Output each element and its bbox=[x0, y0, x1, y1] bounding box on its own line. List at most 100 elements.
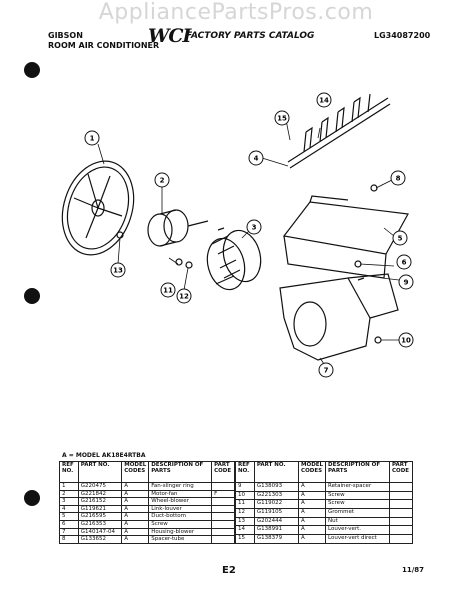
callout-3-text: 3 bbox=[252, 224, 257, 232]
cell-ref: 7 bbox=[59, 527, 79, 537]
cell-model: A bbox=[298, 534, 327, 544]
callout-2: 2 bbox=[154, 172, 170, 188]
cell-ref: 8 bbox=[59, 535, 79, 544]
cell-ref: 6 bbox=[59, 519, 79, 529]
cell-model: A bbox=[121, 497, 150, 506]
cell-code bbox=[389, 516, 413, 527]
header-model: MODEL CODES bbox=[298, 461, 327, 483]
header-ref: REF NO. bbox=[235, 461, 255, 483]
callout-1-text: 1 bbox=[90, 135, 95, 143]
callout-6: 6 bbox=[396, 254, 412, 270]
brand-name: GIBSON bbox=[48, 31, 83, 40]
cell-model: A bbox=[298, 516, 327, 527]
cell-ref: 14 bbox=[235, 525, 255, 536]
catalog-title: FACTORY PARTS CATALOG bbox=[186, 31, 315, 41]
cell-ref: 1 bbox=[59, 482, 79, 491]
hardware-drawing bbox=[116, 184, 382, 344]
model-line: A = MODEL AK18E4RTBA bbox=[62, 452, 146, 459]
cell-model: A bbox=[298, 499, 327, 509]
cell-model: A bbox=[121, 504, 150, 514]
cell-desc: Grommet bbox=[325, 508, 391, 518]
binder-hole-middle bbox=[24, 288, 40, 304]
blower-housing-drawing bbox=[279, 273, 399, 361]
header-description: DESCRIPTION OF PARTS bbox=[325, 461, 391, 483]
catalog-number: LG34087200 bbox=[374, 31, 431, 40]
cell-model: A bbox=[298, 490, 327, 501]
callout-14-text: 14 bbox=[319, 97, 329, 105]
cell-desc: Fan-slinger ring bbox=[148, 482, 213, 491]
header-part: PART NO. bbox=[77, 461, 123, 483]
callout-10-text: 10 bbox=[401, 337, 411, 345]
cell-ref: 4 bbox=[59, 504, 79, 514]
callout-4: 4 bbox=[248, 150, 264, 166]
cell-ref: 3 bbox=[59, 497, 79, 506]
cell-ref: 10 bbox=[235, 490, 255, 501]
cell-code bbox=[211, 504, 235, 514]
cell-part: G140147-04 bbox=[77, 527, 123, 537]
cell-ref: 13 bbox=[235, 516, 255, 527]
cell-code bbox=[389, 482, 413, 492]
cell-desc: Retainer-spacer bbox=[325, 482, 391, 492]
cell-model: A bbox=[298, 482, 327, 492]
wci-logo: WCI bbox=[148, 25, 191, 47]
cell-code bbox=[389, 499, 413, 509]
callout-3: 3 bbox=[246, 219, 262, 235]
cell-ref: 5 bbox=[59, 512, 79, 521]
cell-model: A bbox=[298, 525, 327, 536]
watermark: AppliancePartsPros.com bbox=[98, 0, 374, 25]
header-left: GIBSON ROOM AIR CONDITIONER bbox=[48, 31, 159, 51]
product-name: ROOM AIR CONDITIONER bbox=[48, 41, 160, 50]
table-header-row: REF NO. PART NO. MODEL CODES DESCRIPTION… bbox=[59, 461, 235, 483]
callout-11-text: 11 bbox=[163, 287, 173, 295]
leader-lines bbox=[97, 119, 400, 365]
cell-ref: 2 bbox=[59, 489, 79, 499]
cell-ref: 15 bbox=[235, 534, 255, 544]
binder-hole-top bbox=[24, 62, 40, 78]
cell-part: G119022 bbox=[253, 499, 300, 509]
cell-part: G138379 bbox=[253, 534, 300, 544]
cell-code bbox=[389, 525, 413, 536]
cell-code bbox=[211, 535, 235, 544]
parts-table-right: REF NO. PART NO. MODEL CODES DESCRIPTION… bbox=[235, 461, 413, 544]
cell-code bbox=[389, 534, 413, 544]
callout-2-text: 2 bbox=[160, 177, 165, 185]
callout-5-text: 5 bbox=[398, 235, 403, 243]
cell-part: G216152 bbox=[77, 497, 123, 506]
cell-model: A bbox=[121, 482, 150, 491]
cell-desc: Screw bbox=[325, 490, 391, 501]
cell-code bbox=[211, 482, 235, 491]
cell-desc: Louver-vert direct bbox=[325, 534, 391, 544]
cell-desc: Duct-bottom bbox=[148, 512, 213, 521]
cell-part: G138093 bbox=[253, 482, 300, 492]
fan-motor-drawing bbox=[147, 209, 209, 247]
parts-table-left: REF NO. PART NO. MODEL CODES DESCRIPTION… bbox=[59, 461, 235, 544]
header-part: PART NO. bbox=[253, 461, 300, 483]
cell-model: A bbox=[121, 489, 150, 499]
cell-desc: Link-louver bbox=[148, 504, 213, 514]
cell-desc: Motor-fan bbox=[148, 489, 213, 499]
cell-code bbox=[389, 490, 413, 501]
cell-model: A bbox=[121, 519, 150, 529]
exploded-parts-diagram: 1 2 3 4 5 6 7 8 9 10 11 12 13 14 15 bbox=[61, 92, 414, 378]
table-header-row: REF NO. PART NO. MODEL CODES DESCRIPTION… bbox=[235, 461, 413, 483]
vertical-louvers-drawing bbox=[287, 93, 391, 169]
cell-part: G119621 bbox=[77, 504, 123, 514]
cell-desc: Wheel-blower bbox=[148, 497, 213, 506]
callout-7: 7 bbox=[318, 362, 334, 378]
cell-code bbox=[389, 508, 413, 518]
callout-12: 12 bbox=[176, 288, 192, 304]
cell-part: G202444 bbox=[253, 516, 300, 527]
cell-desc: Spacer-tube bbox=[148, 535, 213, 544]
